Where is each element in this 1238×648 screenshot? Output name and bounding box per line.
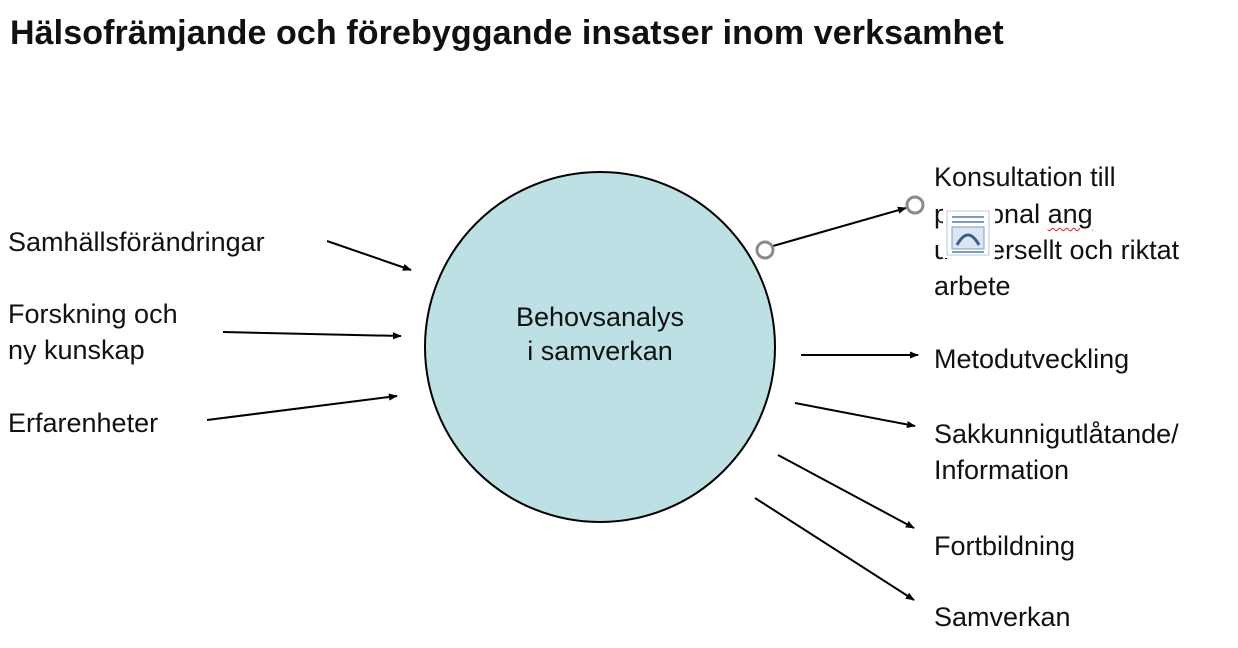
konsultation-line2-b: onal [989, 199, 1048, 229]
page-title: Hälsofrämjande och förebyggande insatser… [10, 14, 1004, 52]
arrow-konsultation [772, 206, 907, 247]
selection-handle-icon[interactable] [755, 240, 775, 260]
input-forskning-line1: Forskning och [8, 299, 178, 329]
arrow-forskning [222, 331, 402, 340]
output-konsultation-line4: arbete [934, 271, 1011, 301]
konsultation-line2-c: ang [1047, 199, 1093, 229]
output-metod: Metodutveckling [934, 344, 1130, 374]
output-samverkan: Samverkan [934, 602, 1071, 632]
arrow-samverkan [754, 497, 915, 601]
arrow-samhall [326, 240, 412, 271]
output-sakkunnig-line1: Sakkunnigutlåtande/ [934, 419, 1179, 449]
input-forskning-line2: ny kunskap [8, 335, 145, 365]
input-erfarenheter: Erfarenheter [8, 408, 159, 438]
konsultation-line3-b: ersellt och riktat [990, 235, 1180, 265]
arrow-erfarenheter [206, 393, 398, 421]
center-circle [424, 171, 776, 523]
picture-placeholder-icon[interactable] [943, 208, 995, 258]
arrow-sakkunnig [794, 402, 916, 429]
center-label: Behovsanalys i samverkan [425, 300, 775, 368]
arrow-fortbildning [777, 454, 915, 529]
center-label-line2: i samverkan [527, 336, 673, 366]
output-fortbildning: Fortbildning [934, 531, 1076, 561]
output-konsultation-line1: Konsultation till [934, 162, 1116, 192]
output-sakkunnig-line2: Information [934, 455, 1070, 485]
selection-handle-icon[interactable] [905, 195, 925, 215]
input-samhall: Samhällsförändringar [8, 227, 265, 257]
center-label-line1: Behovsanalys [515, 302, 685, 332]
